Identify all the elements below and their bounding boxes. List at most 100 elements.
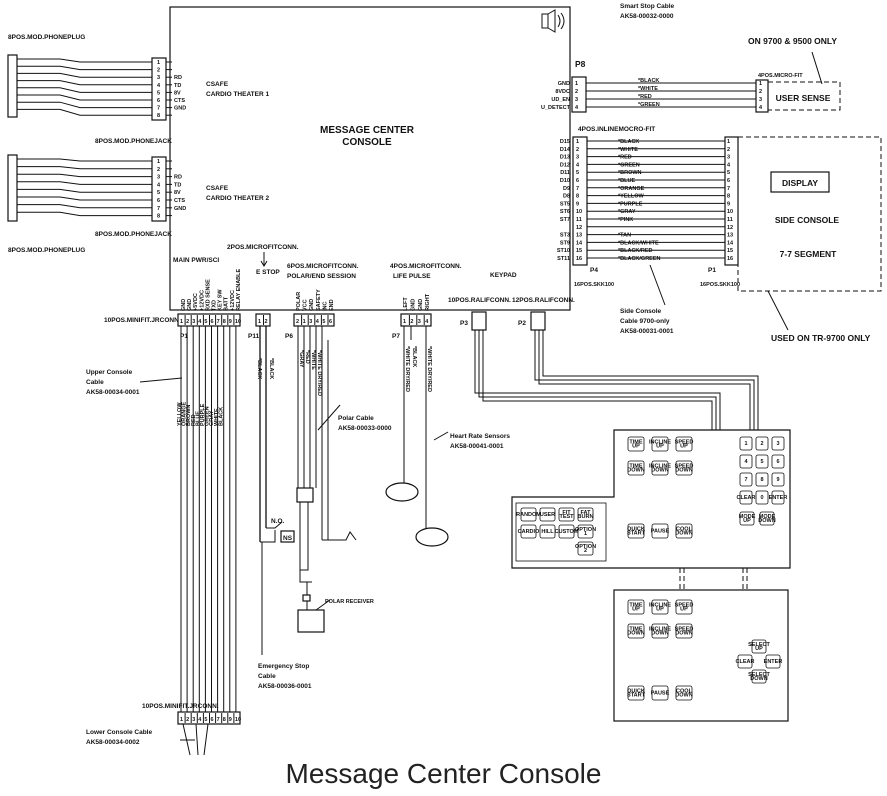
keypad-button-label: 6 — [776, 459, 779, 465]
microfit-pin: 4 — [759, 105, 763, 111]
signal-label: POLAR — [296, 292, 302, 311]
side-pin-left: 8 — [576, 194, 579, 200]
pos6-line2: POLAR/END SESSION — [287, 273, 356, 280]
keypad-button-label: 2 — [760, 441, 763, 447]
keypad-button-label: HILL — [541, 529, 554, 535]
upper-cable-line3: AK58-00034-0001 — [86, 389, 140, 396]
connector-pin: 1 — [303, 319, 306, 325]
signal-label: GND — [181, 299, 187, 311]
smart-pin: 3 — [575, 97, 578, 103]
side-pin-left: 3 — [576, 155, 579, 161]
side-pin-left: 13 — [576, 233, 582, 239]
phoneplug-top: 8POS.MOD.PHONEPLUG — [8, 34, 85, 41]
no-label: N.O. — [271, 518, 285, 525]
side-signal: D11 — [560, 170, 570, 176]
p6-connector — [293, 313, 335, 327]
connector-pin: 6 — [211, 717, 214, 723]
keypad-button-label: TIME — [629, 603, 642, 609]
side-cable-line3: AK58-00031-0001 — [620, 328, 674, 335]
jack-pin: 7 — [157, 206, 160, 212]
side-pin-right: 10 — [727, 209, 733, 215]
connector-pin: 5 — [204, 717, 207, 723]
signal-label: RXD SENSE — [205, 279, 211, 311]
keypad-button-label: DOWN — [675, 468, 692, 474]
microfit-pin: 3 — [759, 97, 762, 103]
keypad-button-label: UP — [656, 444, 664, 450]
smart-color: *BLACK — [638, 78, 659, 84]
p8-connector — [571, 76, 587, 113]
csafe-wire — [17, 94, 152, 101]
signal-label: RIGHT — [425, 293, 431, 311]
keypad-button-label: TIME — [629, 440, 642, 446]
side-cable-line1: Side Console — [620, 308, 662, 315]
connector-pin: 6 — [211, 319, 214, 325]
pulse-wire-label: *BLACK — [411, 346, 417, 367]
skk-right: 16POS.SKK100 — [700, 282, 740, 288]
keypad-button — [539, 507, 556, 522]
keypad-button — [755, 436, 769, 451]
connector-pin: 10 — [235, 717, 241, 723]
connector-pin: 1 — [180, 319, 183, 325]
p3-cable-a — [474, 330, 721, 432]
main-pwr-label: MAIN PWR/SCI — [173, 257, 219, 264]
side-signal: ST6 — [560, 209, 570, 215]
jack-pin: 3 — [157, 75, 160, 81]
jack-pin: 6 — [157, 98, 160, 104]
side-pin-left: 4 — [576, 162, 580, 168]
jack-pin: 5 — [157, 90, 160, 96]
side-color: *WHITE — [618, 147, 638, 153]
signal-label: GND — [309, 299, 315, 311]
signal-label: GND — [418, 299, 424, 311]
keypad-button — [751, 639, 767, 654]
connector-pin: 7 — [217, 319, 220, 325]
keypad-button-label: MODE — [759, 514, 776, 520]
p8-label: P8 — [575, 59, 586, 69]
speaker-icon — [541, 9, 565, 33]
keypad-button — [737, 654, 753, 669]
connector-pin: 2 — [296, 319, 299, 325]
keypad-button — [651, 523, 669, 539]
side-pin-left: 12 — [576, 225, 582, 231]
connector-pin: 1 — [403, 319, 406, 325]
heart-rate-line1: Heart Rate Sensors — [450, 433, 510, 440]
upper-cable-leader — [139, 377, 183, 383]
lower-cable-line2: AK58-00034-0002 — [86, 739, 140, 746]
keypad-button-label: SPEED — [675, 627, 694, 633]
jack-pin: 3 — [157, 175, 160, 181]
csafe1-line2: CARDIO THEATER 1 — [206, 91, 269, 98]
rali12-label: 12POS.RALIFCONN. — [512, 297, 575, 304]
keypad-button — [539, 524, 556, 539]
side-signal: ST10 — [557, 248, 570, 254]
keypad-button — [765, 654, 781, 669]
connector-pin: 9 — [229, 319, 232, 325]
csafe-wire — [17, 166, 152, 170]
tr9700-label: USED ON TR-9700 ONLY — [771, 333, 871, 343]
p1-side-label: P1 — [708, 267, 716, 274]
keypad-button-label: INCLINE — [649, 627, 671, 633]
csafe-wire — [17, 108, 152, 116]
keypad-button — [739, 511, 755, 526]
side-pin-left: 5 — [576, 170, 579, 176]
keypad-button — [739, 436, 753, 451]
keypad-button-label: DOWN — [675, 531, 692, 537]
keypad-button-label: SELECT — [748, 672, 770, 678]
keypad-button-label: START — [627, 531, 646, 537]
side-color: *BLACK/RED — [618, 248, 653, 254]
polar-cable-line2: AK58-00033-0000 — [338, 425, 392, 432]
side-pin-right: 8 — [727, 194, 730, 200]
signal-label: END — [329, 299, 335, 311]
keypad-button-label: ENTER — [769, 495, 788, 501]
side-pin-right: 16 — [727, 256, 733, 262]
jack-pin: 7 — [157, 106, 160, 112]
upper-keypad: TIMEUPTIMEDOWNINCLINEUPINCLINEDOWNSPEEDU… — [511, 429, 791, 569]
wire-color-label: BLACK — [218, 407, 224, 426]
side-color: *BLACK/WHITE — [618, 240, 659, 246]
connector-pin: 1 — [180, 717, 183, 723]
keypad-button — [520, 524, 537, 539]
keypad-button — [558, 507, 575, 522]
smart-signal: 8VDC — [555, 89, 570, 95]
keypad-button-label: FIT — [562, 510, 571, 516]
